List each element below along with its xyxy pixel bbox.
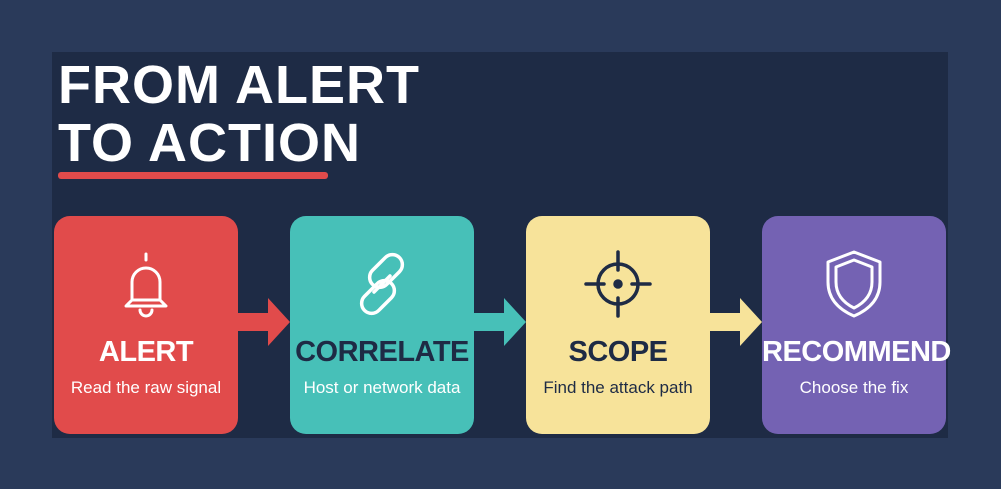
step-label: RECOMMEND: [762, 336, 951, 368]
arrow-right-icon: [708, 298, 762, 346]
step-description: Host or network data: [303, 378, 461, 397]
step-description: Find the attack path: [543, 378, 693, 397]
step-card-scope: SCOPE Find the attack path: [526, 216, 710, 434]
title-underline: [58, 172, 328, 179]
arrow-right-icon: [472, 298, 526, 346]
step-description: Read the raw signal: [70, 378, 222, 397]
crosshair-icon: [526, 244, 710, 324]
bell-icon: [54, 244, 238, 324]
step-card-correlate: CORRELATE Host or network data: [290, 216, 474, 434]
title-line-2: TO ACTION: [58, 113, 361, 173]
step-card-recommend: RECOMMEND Choose the fix: [762, 216, 951, 434]
shield-icon: [762, 244, 946, 324]
step-description: Choose the fix: [799, 378, 909, 397]
step-card-alert: ALERT Read the raw signal: [54, 216, 238, 434]
arrow-right-icon: [236, 298, 290, 346]
title-line-1: FROM ALERT: [58, 55, 420, 115]
step-label: ALERT: [98, 336, 194, 368]
chain-link-icon: [290, 244, 474, 324]
step-label: SCOPE: [568, 336, 668, 368]
page-title: FROM ALERT TO ACTION: [58, 56, 420, 172]
step-label: CORRELATE: [295, 336, 469, 368]
